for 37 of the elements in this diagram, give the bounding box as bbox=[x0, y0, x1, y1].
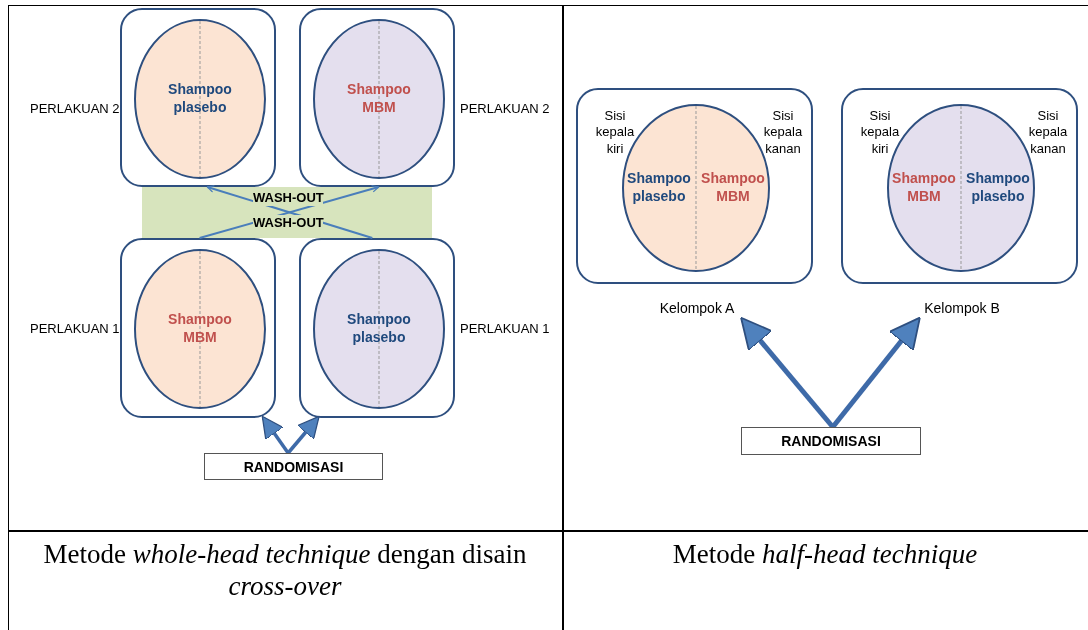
shampoo-label: Shampoo plasebo bbox=[965, 170, 1031, 205]
head-oval bbox=[134, 249, 266, 409]
randomization-box: RANDOMISASI bbox=[741, 427, 921, 455]
treatment-label: PERLAKUAN 1 bbox=[460, 321, 550, 338]
group-label: Kelompok B bbox=[912, 300, 1012, 320]
treatment-label: PERLAKUAN 1 bbox=[30, 321, 120, 338]
treatment-label: PERLAKUAN 2 bbox=[30, 101, 120, 118]
arrow bbox=[830, 316, 921, 429]
randomization-box: RANDOMISASI bbox=[204, 453, 383, 480]
side-label: Sisi kepala kanan bbox=[1027, 108, 1069, 157]
panel-box bbox=[299, 238, 455, 418]
shampoo-label: Shampoo plasebo bbox=[626, 170, 692, 205]
treatment-label: PERLAKUAN 2 bbox=[460, 101, 550, 118]
arrow bbox=[740, 316, 835, 429]
shampoo-label: Shampoo MBM bbox=[167, 311, 233, 346]
head-oval bbox=[134, 19, 266, 179]
shampoo-label: Shampoo MBM bbox=[700, 170, 766, 205]
caption-text: Metode half-head technique bbox=[671, 538, 979, 571]
side-label: Sisi kepala kanan bbox=[762, 108, 804, 157]
arrow bbox=[286, 415, 320, 455]
group-label: Kelompok A bbox=[647, 300, 747, 320]
panel-box bbox=[120, 8, 276, 187]
panel-box bbox=[841, 88, 1078, 284]
shampoo-label: Shampoo MBM bbox=[891, 170, 957, 205]
panel-box bbox=[576, 88, 813, 284]
side-label: Sisi kepala kiri bbox=[594, 108, 636, 157]
wash-out-label: WASH-OUT bbox=[253, 190, 323, 207]
panel-box bbox=[299, 8, 455, 187]
arrow bbox=[261, 415, 290, 454]
head-oval bbox=[313, 19, 445, 179]
panel-box bbox=[120, 238, 276, 418]
shampoo-label: Shampoo plasebo bbox=[167, 81, 233, 116]
side-label: Sisi kepala kiri bbox=[859, 108, 901, 157]
shampoo-label: Shampoo plasebo bbox=[346, 311, 412, 346]
head-oval bbox=[313, 249, 445, 409]
shampoo-label: Shampoo MBM bbox=[346, 81, 412, 116]
caption-text: Metode whole-head technique dengan disain cross-over bbox=[42, 538, 528, 603]
